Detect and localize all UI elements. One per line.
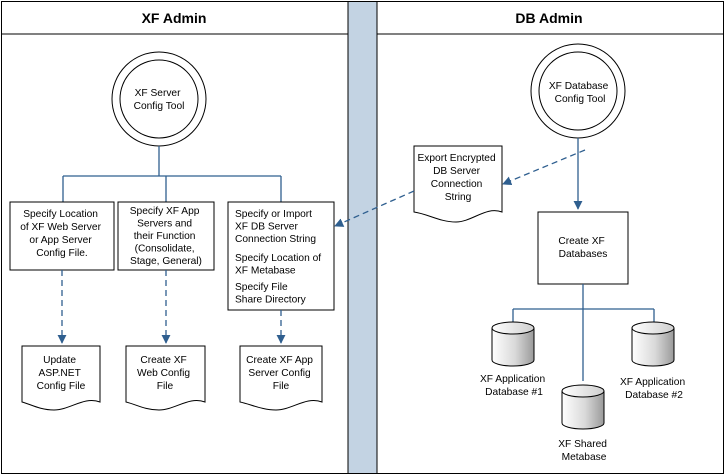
step-specify-connection: Specify or Import XF DB Server Connectio… <box>227 201 335 311</box>
step-specify-location: Specify Location of XF Web Server or App… <box>9 201 115 271</box>
doc-export-connection-string-label: Export Encrypted DB Server Connection St… <box>418 153 499 203</box>
doc-create-app-server-config-label: Create XF App Server Config File <box>246 355 316 392</box>
arrow-tool-to-export <box>502 149 586 186</box>
lane-title-db-admin: DB Admin <box>515 10 582 26</box>
step-create-databases-label: Create XF Databases <box>558 236 607 260</box>
doc-update-aspnet: Update ASP.NET Config File <box>21 345 101 411</box>
step-specify-location-label: Specify Location of XF Web Server or App… <box>20 209 104 259</box>
database-application-2-icon <box>631 321 675 367</box>
step-specify-app-servers-label: Specify XF App Servers and their Functio… <box>130 206 203 267</box>
lane-title-xf-admin: XF Admin <box>142 10 207 26</box>
xf-server-config-tool: XF Server Config Tool <box>111 51 207 147</box>
step-specify-connection-label: Specify or Import XF DB Server Connectio… <box>235 209 316 245</box>
step-specify-metabase-label: Specify Location of XF Metabase <box>235 253 324 277</box>
database-application-2-label: XF Application Database #2 <box>620 377 688 401</box>
lane-divider <box>347 1 378 474</box>
doc-update-aspnet-label: Update ASP.NET Config File <box>37 355 86 392</box>
step-create-databases: Create XF Databases <box>537 211 629 285</box>
xf-server-config-tool-label: XF Server Config Tool <box>134 88 185 112</box>
database-application-1-label: XF Application Database #1 <box>480 374 548 398</box>
doc-create-app-server-config: Create XF App Server Config File <box>239 345 323 411</box>
step-specify-app-servers: Specify XF App Servers and their Functio… <box>117 201 215 271</box>
doc-create-web-config-label: Create XF Web Config File <box>137 355 193 392</box>
database-application-1-icon <box>491 321 535 367</box>
xf-database-config-tool-label: XF Database Config Tool <box>549 81 611 105</box>
database-shared-metabase-icon <box>561 384 605 430</box>
doc-create-web-config: Create XF Web Config File <box>125 345 206 411</box>
arrow-export-to-connection <box>334 190 415 227</box>
database-shared-metabase-label: XF Shared Metabase <box>558 439 610 463</box>
doc-export-connection-string: Export Encrypted DB Server Connection St… <box>413 145 503 223</box>
xf-database-config-tool: XF Database Config Tool <box>530 43 626 139</box>
step-specify-share-label: Specify File Share Directory <box>235 282 307 306</box>
